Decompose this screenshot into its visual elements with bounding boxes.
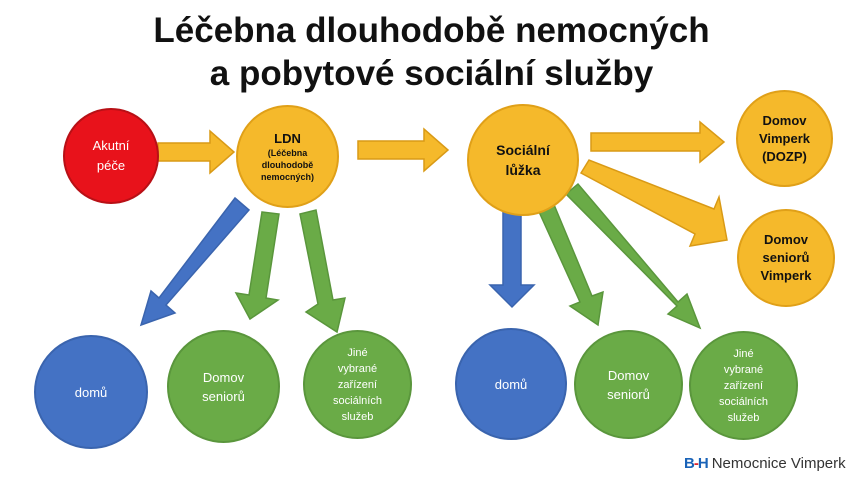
node-domov-senioru-right-label: Domov seniorů <box>607 367 650 402</box>
arrow-ldn-to-domov-senioru <box>234 211 280 321</box>
arrow-socialni-to-jine <box>564 182 702 330</box>
node-jine-left: Jiné vybrané zařízení sociálních služeb <box>303 330 412 439</box>
node-domu-right: domů <box>455 328 567 440</box>
node-domov-senioru-right: Domov seniorů <box>574 330 683 439</box>
arrow-socialni-to-domov-vimperk <box>590 120 726 164</box>
node-socialni-luzka-label: Sociální lůžka <box>496 142 550 178</box>
title-line-1: Léčebna dlouhodobě nemocných <box>153 11 710 50</box>
node-ldn: LDN (Léčebna dlouhodobě nemocných) <box>236 105 339 208</box>
node-domov-senioru-vimperk-label: Domov seniorů Vimperk <box>760 232 812 283</box>
arrow-ldn-to-socialni <box>357 127 450 173</box>
title-line-2: a pobytové sociální služby <box>209 54 654 93</box>
node-jine-left-label: Jiné vybrané zařízení sociálních služeb <box>333 346 382 423</box>
node-socialni-luzka: Sociální lůžka <box>467 104 579 216</box>
node-ldn-subtitle: (Léčebna dlouhodobě nemocných) <box>260 147 314 182</box>
node-ldn-title: LDN <box>274 130 301 146</box>
node-jine-right: Jiné vybrané zařízení sociálních služeb <box>689 331 798 440</box>
node-akutni-pece-label: Akutní péče <box>92 138 130 173</box>
node-jine-right-label: Jiné vybrané zařízení sociálních služeb <box>719 347 768 424</box>
hospital-logo: B-H Nemocnice Vimperk <box>684 455 846 472</box>
node-domov-senioru-left: Domov seniorů <box>167 330 280 443</box>
node-domov-vimperk-label: Domov Vimperk (DOZP) <box>758 112 811 164</box>
arrow-socialni-to-domov-senioru-vimperk <box>579 159 728 247</box>
node-akutni-pece: Akutní péče <box>63 108 159 204</box>
node-domov-senioru-left-label: Domov seniorů <box>202 369 245 404</box>
arrow-akutni-to-ldn <box>157 129 236 175</box>
node-domu-left-label: domů <box>74 384 108 400</box>
node-domov-senioru-vimperk: Domov seniorů Vimperk <box>737 209 835 307</box>
node-domov-vimperk: Domov Vimperk (DOZP) <box>736 90 833 187</box>
arrow-ldn-to-jine <box>299 209 346 334</box>
logo-mark: B-H <box>684 455 709 472</box>
node-domu-right-label: domů <box>494 376 528 392</box>
logo-text: Nemocnice Vimperk <box>711 455 846 472</box>
arrow-ldn-to-domu <box>139 196 251 327</box>
node-domu-left: domů <box>34 335 148 449</box>
arrow-socialni-to-domov-senioru <box>534 193 604 327</box>
